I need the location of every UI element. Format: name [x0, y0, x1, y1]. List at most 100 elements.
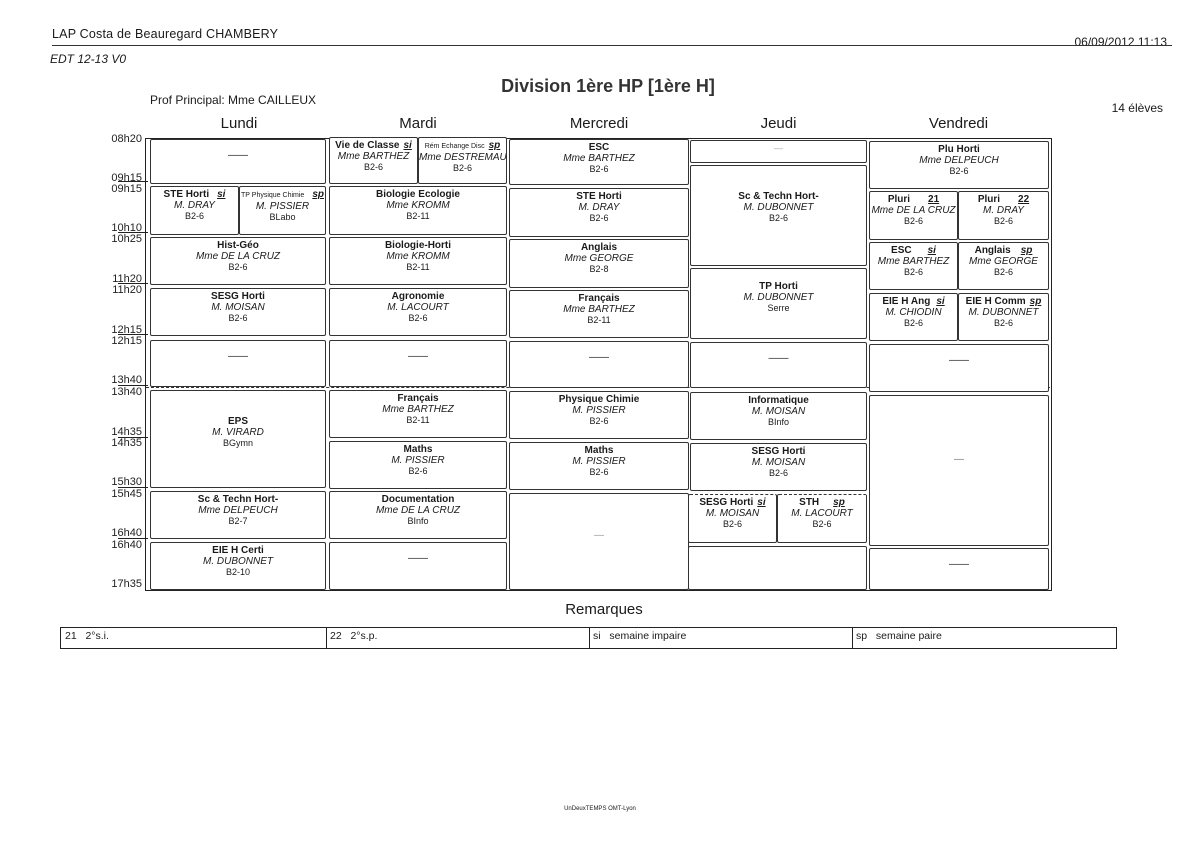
empty-slot-mark: —— — [768, 353, 789, 364]
course-subject: Agronomie — [391, 291, 445, 302]
slot-mercredi-6[interactable]: Maths M. PISSIER B2-6 — [509, 442, 689, 490]
course-teacher: M. PISSIER — [572, 456, 626, 467]
course-subject: Hist-Géo — [217, 240, 259, 251]
slot-lundi-5[interactable]: EPS M. VIRARD BGymn — [150, 390, 326, 488]
course-subject: Sc & Techn Hort- — [738, 191, 819, 202]
course-teacher: M. DRAY — [578, 202, 620, 213]
remark-code: 21 — [65, 630, 77, 642]
slot-mardi-5[interactable]: Français Mme BARTHEZ B2-11 — [329, 390, 507, 438]
course-teacher: Mme BARTHEZ — [563, 153, 635, 164]
slot-lundi-7[interactable]: EIE H Certi M. DUBONNET B2-10 — [150, 542, 326, 590]
course-subject: Informatique — [748, 395, 809, 406]
course-room: B2-6 — [589, 467, 609, 477]
slot-mardi-lunch[interactable]: —— — [329, 340, 507, 387]
course-subject: EPS — [227, 416, 248, 427]
slot-lundi-1[interactable]: —— — [150, 139, 326, 184]
software-credit: UnDeuxTEMPS OMT-Lyon — [564, 806, 636, 812]
slot-jeudi-7[interactable] — [688, 546, 867, 590]
slot-mercredi-4[interactable]: Français Mme BARTHEZ B2-11 — [509, 290, 689, 338]
course-subject: Biologie Ecologie — [376, 189, 460, 200]
slot-mercredi-3[interactable]: Anglais Mme GEORGE B2-8 — [509, 239, 689, 288]
time-label: 14h35 — [111, 437, 142, 449]
course-room: Serre — [767, 303, 790, 313]
time-label: 14h35 — [111, 426, 142, 438]
course-teacher: M. MOISAN — [705, 508, 760, 519]
slot-lundi-6[interactable]: Sc & Techn Hort- Mme DELPEUCH B2-7 — [150, 491, 326, 539]
slot-jeudi-5[interactable]: SESG Horti M. MOISAN B2-6 — [690, 443, 867, 491]
time-label: 12h15 — [111, 335, 142, 347]
remarks-table — [60, 627, 1117, 649]
slot-mercredi-5[interactable]: Physique Chimie M. PISSIER B2-6 — [509, 391, 689, 439]
time-label: 09h15 — [111, 183, 142, 195]
course-room: BLabo — [269, 212, 296, 222]
course-subject: TP Horti — [759, 281, 798, 292]
slot-mardi-3[interactable]: Biologie-Horti Mme KROMM B2-11 — [329, 237, 507, 285]
empty-slot-mark: — — [774, 143, 783, 153]
slot-mardi-2[interactable]: Biologie Ecologie Mme KROMM B2-11 — [329, 186, 507, 235]
slot-mercredi-1[interactable]: ESC Mme BARTHEZ B2-6 — [509, 139, 689, 185]
course-room: BGymn — [222, 438, 253, 448]
slot-jeudi-lunch[interactable]: —— — [690, 342, 867, 388]
course-subject: Français — [578, 293, 620, 304]
time-tick — [118, 538, 148, 539]
course-teacher: Mme DESTREMAU — [419, 152, 507, 163]
slot-jeudi-2[interactable]: Sc & Techn Hort- M. DUBONNET B2-6 — [690, 165, 867, 266]
slot-mardi-4[interactable]: Agronomie M. LACOURT B2-6 — [329, 288, 507, 336]
course-subject: Plu Horti — [938, 144, 980, 155]
slot-jeudi-3[interactable]: TP Horti M. DUBONNET Serre — [690, 268, 867, 339]
time-label: 13h40 — [111, 386, 142, 398]
slot-lundi-lunch[interactable]: —— — [150, 340, 326, 387]
course-teacher: M. LACOURT — [791, 508, 853, 519]
slot-mardi-6[interactable]: Maths M. PISSIER B2-6 — [329, 441, 507, 489]
slot-jeudi-4[interactable]: Informatique M. MOISAN BInfo — [690, 392, 867, 440]
slot-mercredi-lunch[interactable]: —— — [509, 341, 689, 388]
time-label: 15h45 — [111, 488, 142, 500]
course-teacher: M. CHIODIN — [885, 307, 942, 318]
course-teacher: M. DUBONNET — [203, 556, 273, 567]
course-room: B2-6 — [228, 262, 248, 272]
slot-vendredi-lunch[interactable]: —— — [869, 344, 1049, 392]
empty-slot-mark: —— — [949, 559, 969, 570]
course-teacher: Mme BARTHEZ — [563, 304, 635, 315]
course-subject: Français — [397, 393, 439, 404]
page-title: Division 1ère HP [1ère H] — [501, 76, 715, 96]
slot-vendredi-1[interactable]: Plu Horti Mme DELPEUCH B2-6 — [869, 141, 1049, 189]
slot-vendredi-6[interactable]: —— — [869, 548, 1049, 590]
course-subject: Anglais — [580, 242, 618, 253]
slot-lundi-3[interactable]: Hist-Géo Mme DE LA CRUZ B2-6 — [150, 237, 326, 285]
course-room: B2-6 — [949, 166, 969, 176]
slot-mercredi-2[interactable]: STE Horti M. DRAY B2-6 — [509, 188, 689, 237]
slot-vendredi-5[interactable]: — — [869, 395, 1049, 546]
timetable-version: EDT 12-13 V0 — [50, 52, 127, 66]
time-label: 15h30 — [111, 476, 142, 488]
course-teacher: M. DUBONNET — [743, 292, 814, 303]
course-room: B2-6 — [184, 211, 204, 221]
course-room: B2-6 — [408, 466, 428, 476]
course-room: B2-6 — [993, 216, 1013, 226]
slot-mardi-7[interactable]: Documentation Mme DE LA CRUZ BInfo — [329, 491, 507, 539]
remark-divider — [852, 627, 853, 649]
empty-slot-mark: —— — [949, 355, 969, 366]
slot-lundi-4[interactable]: SESG Horti M. MOISAN B2-6 — [150, 288, 326, 336]
slot-mardi-8[interactable]: —— — [329, 542, 507, 590]
course-room: B2-6 — [363, 162, 383, 172]
slot-jeudi-1[interactable]: — — [690, 140, 867, 163]
slot-mercredi-7[interactable]: — — [509, 493, 689, 590]
